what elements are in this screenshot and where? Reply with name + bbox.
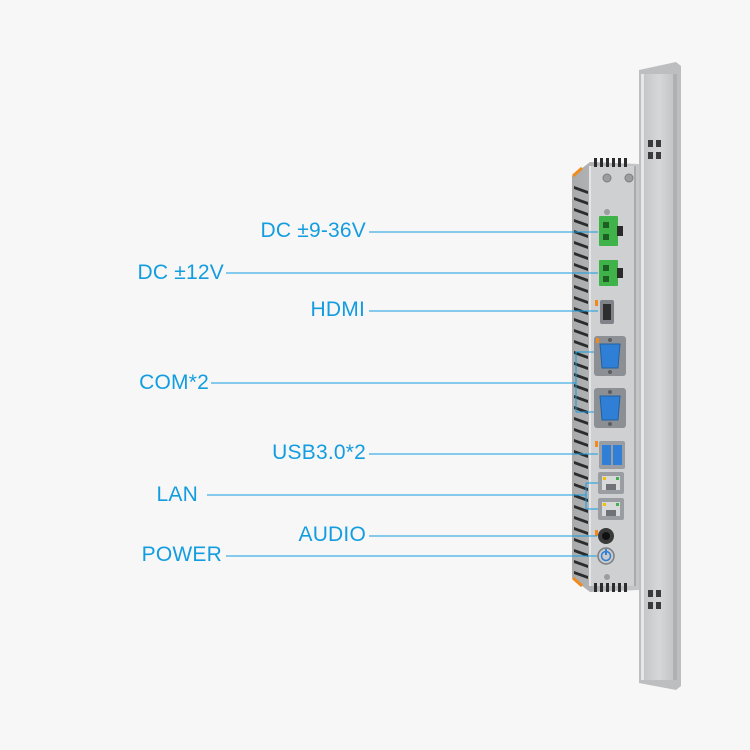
heatsink-fin [574, 285, 588, 293]
rj45-port-icon [598, 472, 624, 494]
heatsink-fin [574, 252, 588, 260]
power-button-icon [597, 547, 615, 565]
heatsink-fin [574, 461, 588, 469]
heatsink-fin [574, 439, 588, 447]
vent-slots [594, 158, 627, 167]
heatsink-fin [574, 263, 588, 271]
leader-line-com [211, 351, 594, 413]
heatsink-fin [574, 516, 588, 524]
label-dc-12v: DC ±12V [137, 261, 224, 284]
label-audio: AUDIO [298, 523, 366, 546]
screw-icon [602, 173, 612, 183]
heatsink-fin [574, 197, 588, 205]
usb-port-icon [595, 441, 625, 469]
heatsink-fin [574, 505, 588, 513]
label-hdmi: HDMI [310, 298, 365, 321]
label-dc-9-36v: DC ±9-36V [260, 219, 366, 242]
label-com: COM*2 [139, 371, 209, 394]
heatsink-fin [574, 362, 588, 370]
display-panel [639, 62, 681, 690]
screw-icon [604, 209, 610, 215]
heatsink-fin [574, 241, 588, 249]
rj45-port-icon [598, 498, 624, 520]
screw-icon [604, 574, 610, 580]
label-lan: LAN [156, 483, 198, 506]
audio-jack-icon [595, 528, 614, 544]
heatsink-fin [574, 428, 588, 436]
db9-serial-port-icon [594, 336, 626, 376]
mount-slot [648, 590, 661, 609]
heatsink-fin [574, 560, 588, 568]
heatsink-fin [574, 208, 588, 216]
heatsink-fin [574, 472, 588, 480]
heatsink-fin [574, 538, 588, 546]
heatsink-fin [574, 274, 588, 282]
heatsink-fin [574, 329, 588, 337]
heatsink-fin [574, 318, 588, 326]
heatsink-fin [574, 417, 588, 425]
mount-slot [648, 140, 661, 159]
heatsink-fins [574, 186, 588, 579]
heatsink-fin [574, 571, 588, 579]
heatsink-fin [574, 483, 588, 491]
screw-icon [624, 173, 634, 183]
heatsink-fin [574, 373, 588, 381]
label-usb: USB3.0*2 [272, 441, 366, 464]
heatsink-fin [574, 494, 588, 502]
leader-line-lan [207, 482, 598, 510]
vent-slots [594, 583, 627, 592]
heatsink-fin [574, 219, 588, 227]
heatsink-fin [574, 340, 588, 348]
terminal-block-icon [599, 216, 623, 246]
heatsink-fin [574, 296, 588, 304]
db9-serial-port-icon [594, 388, 626, 428]
hdmi-port-icon [595, 300, 614, 324]
terminal-block-icon [599, 260, 623, 286]
heatsink-fin [574, 527, 588, 535]
heatsink-fin [574, 351, 588, 359]
leader-lines [207, 231, 598, 557]
heatsink-fin [574, 384, 588, 392]
heatsink-fin [574, 186, 588, 194]
heatsink-fin [574, 549, 588, 557]
label-power: POWER [141, 543, 222, 566]
heatsink-fin [574, 395, 588, 403]
